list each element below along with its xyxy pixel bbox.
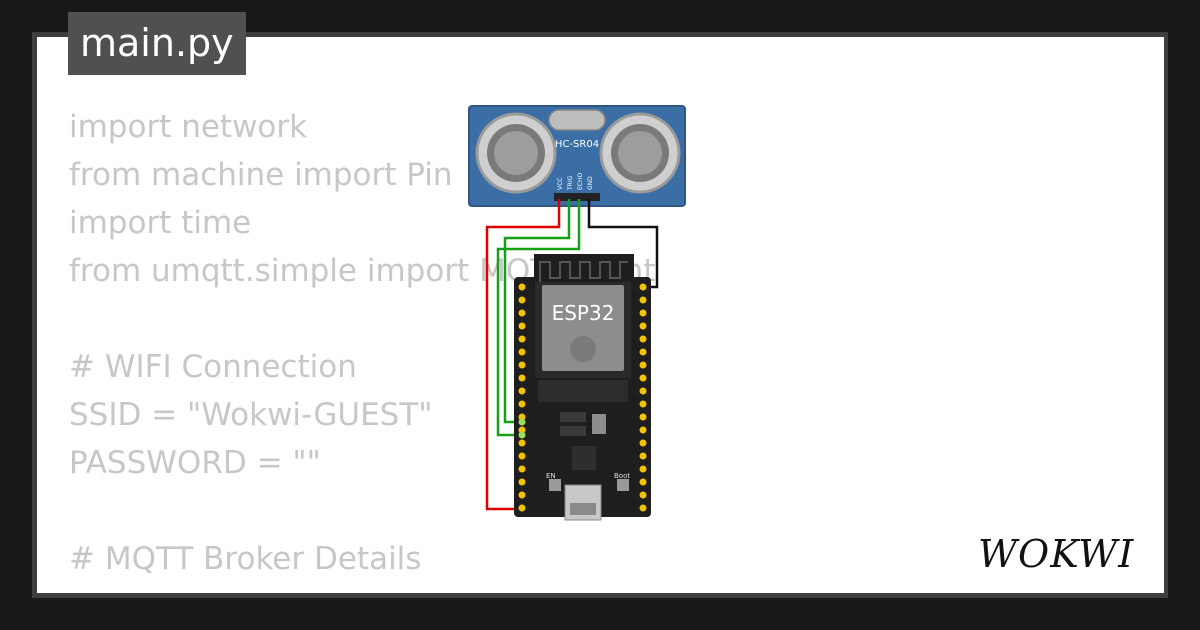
pin-label-vcc: VCC bbox=[557, 178, 564, 190]
component-regulator bbox=[560, 412, 586, 422]
code-line: import network bbox=[69, 109, 308, 145]
board-label: ESP32 bbox=[552, 301, 615, 325]
module-shield bbox=[542, 285, 624, 371]
wokwi-logo-text: WOKWI bbox=[978, 532, 1134, 576]
code-line: import time bbox=[69, 205, 252, 241]
module-pins bbox=[538, 380, 628, 402]
pin-label-trig: TRIG bbox=[567, 175, 574, 191]
code-line: # MQTT Broker Details bbox=[69, 541, 422, 577]
crystal-oscillator bbox=[548, 109, 606, 131]
code-line: # WIFI Connection bbox=[69, 349, 357, 385]
code-line: BROKER_ADDRESS = "broker.hivemq.com" bbox=[69, 583, 735, 593]
pin-label-gnd: GND bbox=[587, 176, 594, 190]
boot-button[interactable] bbox=[617, 479, 629, 491]
wire-gnd[interactable] bbox=[587, 199, 659, 289]
file-tab[interactable]: main.py bbox=[68, 12, 246, 75]
file-tab-label: main.py bbox=[80, 21, 234, 65]
hc-sr04-sensor[interactable]: HC-SR04 VCC TRIG ECHO GND bbox=[468, 105, 686, 207]
wire-echo[interactable] bbox=[496, 199, 581, 437]
wire-trig[interactable] bbox=[503, 199, 571, 424]
wires bbox=[485, 199, 659, 511]
wokwi-logo[interactable]: WOKWI bbox=[976, 527, 1151, 577]
en-label: EN bbox=[546, 472, 556, 480]
en-button[interactable] bbox=[549, 479, 561, 491]
usb-uart-chip bbox=[572, 446, 596, 470]
sensor-label: HC-SR04 bbox=[555, 139, 599, 150]
component-capacitor bbox=[592, 414, 606, 434]
esp32-board[interactable]: ESP32 EN Boot bbox=[514, 254, 651, 521]
usb-port-opening bbox=[570, 503, 596, 515]
code-line: from machine import Pin bbox=[69, 157, 453, 193]
component-chip-a bbox=[560, 426, 586, 436]
pin-label-echo: ECHO bbox=[577, 173, 584, 190]
left-header-pins bbox=[518, 283, 526, 512]
right-header-pins bbox=[639, 283, 647, 512]
transducer-right-center bbox=[618, 131, 662, 175]
code-preview: import network from machine import Pin imp… bbox=[69, 103, 735, 593]
antenna-trace bbox=[539, 261, 628, 282]
pin-header bbox=[554, 193, 600, 201]
espressif-logo-icon bbox=[570, 336, 596, 362]
wire-vcc[interactable] bbox=[485, 199, 561, 511]
connected-pins bbox=[518, 418, 526, 439]
code-line: PASSWORD = "" bbox=[69, 445, 321, 481]
boot-label: Boot bbox=[614, 472, 630, 480]
code-line: SSID = "Wokwi-GUEST" bbox=[69, 397, 433, 433]
transducer-left-center bbox=[494, 131, 538, 175]
